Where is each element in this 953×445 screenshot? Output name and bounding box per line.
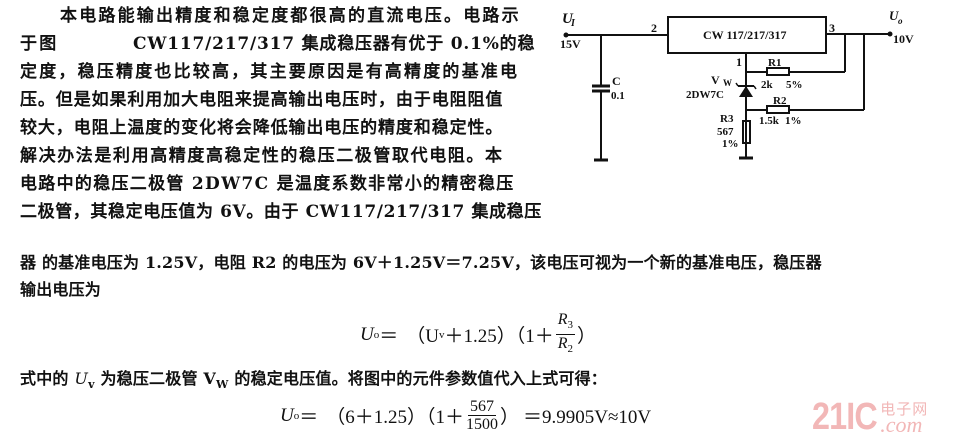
- formula1-fraction: R3 R2: [555, 311, 576, 358]
- svg-text:U: U: [562, 11, 574, 27]
- explanation-var-sub: v: [88, 378, 95, 391]
- paragraph-line-4: 压。但是如果利用加大电阻来提高输出电压时，由于电阻阻值: [20, 90, 504, 110]
- frac-den-sub: 2: [567, 343, 574, 355]
- formula1-eq: ＝: [379, 326, 399, 347]
- svg-text:W: W: [723, 78, 732, 88]
- paragraph-line-2b: CW117/217/317 集成稳压器有优于 0.1%的稳: [133, 34, 536, 54]
- formula2-lhs: U: [280, 404, 294, 426]
- svg-text:1.5k: 1.5k: [759, 115, 780, 127]
- frac-num-sub: 3: [567, 319, 574, 331]
- svg-text:0.1: 0.1: [611, 90, 625, 102]
- svg-text:10V: 10V: [893, 32, 914, 46]
- formula2-fraction: 567 1500: [466, 398, 498, 433]
- frac2-den: 1500: [466, 416, 499, 433]
- frac-den: R: [557, 335, 568, 352]
- svg-text:1: 1: [736, 55, 742, 69]
- frac2-num: 567: [468, 398, 497, 416]
- svg-text:2: 2: [651, 21, 657, 35]
- formula1-lhs: U: [360, 323, 374, 345]
- paragraph-line-6: 解决办法是利用高精度高稳定性的稳压二极管取代电阻。本: [20, 146, 504, 166]
- formula1-close: ）: [577, 326, 597, 347]
- svg-text:R1: R1: [768, 57, 781, 69]
- r1-body: [766, 67, 790, 76]
- output-terminal-dot: [887, 31, 893, 37]
- paragraph-line-7: 电路中的稳压二极管 2DW7C 是温度系数非常小的精密稳压: [20, 174, 515, 194]
- svg-text:1%: 1%: [722, 138, 739, 150]
- watermark-cn: 电子网: [880, 400, 929, 418]
- paragraph-line-3: 定度，稳压精度也比较高，其主要原因是有高精度的基准电: [20, 62, 520, 82]
- formula1-lhs-sub: o: [373, 328, 380, 341]
- explanation-middle: 为稳压二极管 V: [100, 369, 217, 388]
- paragraph-line-10: 输出电压为: [20, 280, 102, 299]
- svg-text:567: 567: [717, 126, 734, 138]
- paragraph-line-1: 本电路能输出精度和稳定度都很高的直流电压。电路示: [60, 6, 521, 26]
- svg-text:R3: R3: [720, 113, 734, 125]
- r2-body: [766, 105, 790, 114]
- explanation-line: 式中的 Uv 为稳压二极管 VW 的稳定电压值。将图中的元件参数值代入上式可得：: [20, 369, 607, 395]
- svg-text:V: V: [711, 73, 720, 87]
- svg-text:I: I: [570, 18, 576, 29]
- paragraph-line-2a: 于图: [20, 34, 59, 54]
- paragraph-line-9: 器 的基准电压为 1.25V，电阻 R2 的电压为 6V＋1.25V＝7.25V…: [20, 253, 822, 272]
- svg-text:CW 117/217/317: CW 117/217/317: [703, 28, 786, 42]
- formula1-part1: （U: [406, 326, 439, 347]
- formula2-close: ）: [500, 407, 520, 428]
- watermark-number: 21IC: [812, 396, 878, 438]
- svg-text:1%: 1%: [785, 115, 802, 127]
- explanation-prefix: 式中的: [20, 369, 69, 388]
- svg-text:R2: R2: [773, 95, 787, 107]
- svg-text:3: 3: [829, 21, 835, 35]
- input-terminal-dot: [563, 32, 569, 38]
- frac-num: R: [557, 311, 568, 328]
- formula2-result: ＝9.9905V≈10V: [523, 407, 652, 428]
- svg-text:C: C: [612, 74, 621, 88]
- svg-text:5%: 5%: [786, 79, 803, 91]
- svg-text:2DW7C: 2DW7C: [686, 89, 724, 101]
- watermark-com: .com: [880, 412, 923, 437]
- explanation-suffix: 的稳定电压值。将图中的元件参数值代入上式可得：: [234, 369, 607, 388]
- explanation-var: U: [74, 369, 89, 388]
- circuit-diagram: U I 15V 2 3 1 CW 117/217/317 U o 10V C 0…: [560, 8, 914, 162]
- svg-text:15V: 15V: [560, 37, 581, 51]
- paragraph-line-5: 较大，电阻上温度的变化将会降低输出电压的精度和稳定性。: [20, 118, 504, 138]
- r3-body: [742, 120, 751, 144]
- site-watermark: 21IC 电子网 .com: [812, 398, 928, 436]
- explanation-middle-sub: W: [216, 378, 229, 391]
- svg-text:2k: 2k: [761, 79, 774, 91]
- formula2-eq: ＝: [299, 407, 319, 428]
- formula2-lhs-sub: o: [293, 409, 300, 422]
- formula2-part1: （6＋1.25）（1＋: [326, 407, 465, 428]
- formula1-part1-sub: v: [438, 328, 445, 341]
- formula1-part1-rest: ＋1.25）（1＋: [444, 326, 554, 347]
- svg-text:U: U: [889, 8, 899, 23]
- zener-diode-icon: [735, 82, 757, 97]
- paragraph-line-8: 二极管，其稳定电压值为 6V。由于 CW117/217/317 集成稳压: [20, 202, 542, 222]
- svg-text:o: o: [898, 16, 903, 26]
